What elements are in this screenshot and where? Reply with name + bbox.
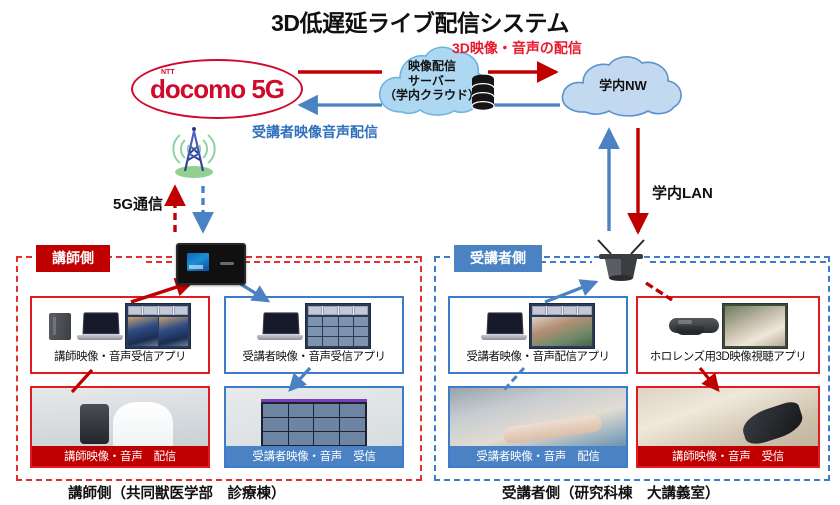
card-thumbnails — [226, 298, 402, 350]
card-caption: 講師映像・音声受信アプリ — [54, 351, 187, 363]
card-caption: ホロレンズ用3D映像視聴アプリ — [649, 351, 807, 363]
student-side-badge: 受講者側 — [454, 245, 542, 272]
label-3d-delivery: 3D映像・音声の配信 — [452, 40, 582, 56]
laptop-icon — [257, 311, 303, 341]
cloud-shape-icon — [561, 56, 682, 117]
card-thumbnails — [32, 298, 208, 350]
photo-caption: 受講者映像・音声 受信 — [226, 446, 402, 466]
video-delivery-server-cloud: 映像配信 サーバー （学内クラウド） — [374, 42, 490, 120]
stereo-video-app-screenshot — [125, 302, 191, 349]
label-student-upstream: 受講者映像音声配信 — [252, 124, 378, 140]
label-5g-link: 5G通信 — [113, 196, 164, 213]
instructor-side-panel: 講師側 講師映像・音声受信アプリ 受講者映像・音声受 — [16, 245, 422, 481]
ntt-superscript: NTT — [160, 69, 175, 76]
card-student-broadcast-app[interactable]: 受講者映像・音声配信アプリ — [448, 296, 628, 374]
handson-app-screenshot — [529, 302, 595, 349]
card-student-receive-app[interactable]: 受講者映像・音声受信アプリ — [224, 296, 404, 374]
page-title: 3D低遅延ライブ配信システム — [271, 10, 569, 36]
docomo-5g-tech: 5G — [251, 74, 285, 104]
server-cloud-line3: （学内クラウド） — [383, 88, 480, 103]
photo-instructor-receive[interactable]: 講師映像・音声 受信 — [636, 386, 820, 468]
card-hololens-3d-app[interactable]: ホロレンズ用3D映像視聴アプリ — [636, 296, 820, 374]
photo-caption: 講師映像・音声 配信 — [32, 446, 208, 466]
card-caption: 受講者映像・音声配信アプリ — [466, 351, 611, 363]
database-icon — [471, 74, 495, 112]
label-campus-lan: 学内LAN — [652, 185, 713, 202]
5g-mobile-router-icon — [176, 243, 246, 285]
student-location-caption: 受講者側（研究科棟 大講義室） — [502, 486, 720, 502]
wifi-router-icon — [597, 239, 645, 281]
multiview-app-screenshot — [305, 302, 371, 349]
photo-student-broadcast[interactable]: 受講者映像・音声 配信 — [448, 386, 628, 468]
photo-caption: 講師映像・音声 受信 — [638, 446, 818, 466]
laptop-icon — [77, 311, 123, 341]
photo-caption: 受講者映像・音声 配信 — [450, 446, 626, 466]
egpu-icon — [49, 311, 75, 341]
photo-instructor-broadcast[interactable]: 講師映像・音声 配信 — [30, 386, 210, 468]
campus-cloud-label: 学内NW — [599, 78, 647, 94]
photo-student-receive[interactable]: 受講者映像・音声 受信 — [224, 386, 404, 468]
card-instructor-receive-app[interactable]: 講師映像・音声受信アプリ — [30, 296, 210, 374]
cloud-shape-icon — [378, 46, 486, 116]
student-side-panel: 受講者側 受講者映像・音声配信アプリ ホロレンズ用3 — [434, 245, 830, 481]
card-caption: 受講者映像・音声受信アプリ — [242, 351, 387, 363]
card-thumbnails — [450, 298, 626, 350]
cell-tower-icon — [172, 127, 216, 178]
server-cloud-line2: サーバー — [408, 73, 456, 88]
card-thumbnails — [638, 298, 818, 350]
hololens-view-screenshot — [722, 302, 788, 349]
server-cloud-line1: 映像配信 — [407, 59, 456, 74]
instructor-side-badge: 講師側 — [36, 245, 110, 272]
laptop-icon — [481, 311, 527, 341]
instructor-location-caption: 講師側（共同獣医学部 診療棟） — [68, 486, 286, 502]
docomo-brand: docomo — [149, 74, 246, 104]
docomo-5g-node: NTT docomo 5G — [131, 59, 303, 119]
campus-network-cloud: 学内NW — [556, 52, 690, 120]
hololens-icon — [668, 311, 720, 341]
